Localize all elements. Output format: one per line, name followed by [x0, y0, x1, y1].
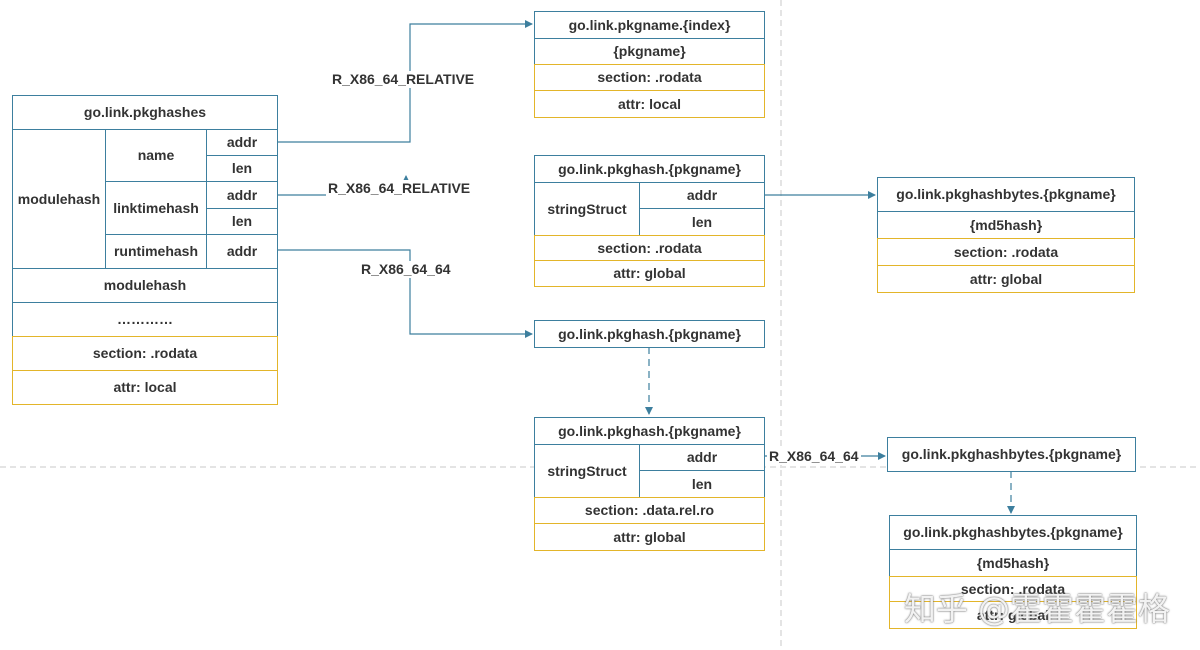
hashbytes3-attr: attr: global: [889, 601, 1137, 629]
pkghashes-name-cell: name: [105, 129, 207, 182]
edge-runtime-to-pkghash: [277, 249, 533, 338]
pkghashes-linktime-addr: addr: [206, 181, 278, 209]
hashbytes1-section: section: .rodata: [877, 238, 1135, 266]
pkgname-title: go.link.pkgname.{index}: [534, 11, 765, 39]
hashbytes1-attr: attr: global: [877, 265, 1135, 293]
pkghashes-ellipsis-row: …………: [12, 302, 278, 337]
hashbytes3-section: section: .rodata: [889, 576, 1137, 602]
hashbytes1-title: go.link.pkghashbytes.{pkgname}: [877, 177, 1135, 212]
pkghashes-attr: attr: local: [12, 370, 278, 405]
pkgname-content: {pkgname}: [534, 38, 765, 65]
pkghash3-addr: addr: [639, 444, 765, 471]
hashbytes3-title: go.link.pkghashbytes.{pkgname}: [889, 515, 1137, 550]
pkghashes-section: section: .rodata: [12, 336, 278, 371]
pkghashes-modulehash-cell: modulehash: [12, 129, 106, 269]
edge-label-r64-1: R_X86_64_64: [359, 261, 453, 278]
pkghashes-name-len: len: [206, 155, 278, 182]
pkghash1-addr: addr: [639, 182, 765, 209]
pkgname-attr: attr: local: [534, 90, 765, 118]
watermark: 知乎 @霍霍霍霍格: [903, 590, 1170, 628]
pkghash1-section: section: .rodata: [534, 235, 765, 261]
pkghashes-runtime-addr: addr: [206, 234, 278, 269]
edge-label-relative-2: R_X86_64_RELATIVE: [326, 180, 473, 197]
pkghash3-attr: attr: global: [534, 523, 765, 551]
pkghashes-modulehash-row: modulehash: [12, 268, 278, 303]
pkghash1-attr: attr: global: [534, 260, 765, 287]
pkghash3-title: go.link.pkghash.{pkgname}: [534, 417, 765, 445]
pkghashes-runtimehash-cell: runtimehash: [105, 234, 207, 269]
hashbytes1-content: {md5hash}: [877, 211, 1135, 239]
pkghash3-len: len: [639, 470, 765, 498]
pkghashes-title: go.link.pkghashes: [12, 95, 278, 130]
edge-label-r64-2: R_X86_64_64: [767, 448, 861, 465]
pkghash1-len: len: [639, 208, 765, 236]
pkghash3-section: section: .data.rel.ro: [534, 497, 765, 524]
pkghash2-title: go.link.pkghash.{pkgname}: [534, 320, 765, 348]
hashbytes3-content: {md5hash}: [889, 549, 1137, 577]
pkghash1-title: go.link.pkghash.{pkgname}: [534, 155, 765, 183]
pkghash1-stringstruct: stringStruct: [534, 182, 640, 236]
pkgname-section: section: .rodata: [534, 64, 765, 91]
pkghash3-stringstruct: stringStruct: [534, 444, 640, 498]
hashbytes2-title: go.link.pkghashbytes.{pkgname}: [887, 437, 1136, 472]
pkghashes-linktime-len: len: [206, 208, 278, 235]
edge-label-relative-1: R_X86_64_RELATIVE: [330, 71, 477, 88]
pkghashes-linktimehash-cell: linktimehash: [105, 181, 207, 235]
pkghashes-name-addr: addr: [206, 129, 278, 156]
